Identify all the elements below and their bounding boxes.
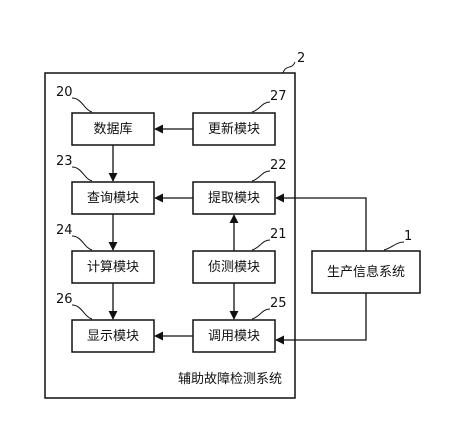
- database-label: 数据库: [93, 121, 132, 137]
- svg-text:21: 21: [270, 227, 287, 242]
- svg-text:1: 1: [404, 229, 412, 244]
- database-module: 数据库: [71, 112, 155, 146]
- ref-1: 1: [383, 229, 412, 251]
- production-info-label: 生产信息系统: [327, 264, 405, 280]
- compute-module: 计算模块: [71, 250, 155, 284]
- svg-text:20: 20: [56, 85, 73, 100]
- ref-22: 22: [251, 158, 287, 182]
- system-label: 辅助故障检测系统: [178, 372, 282, 387]
- ref-21: 21: [251, 227, 287, 251]
- system-ref: 2: [297, 51, 305, 66]
- ref-23: 23: [56, 154, 93, 182]
- display-label: 显示模块: [87, 329, 139, 344]
- svg-text:24: 24: [56, 223, 73, 238]
- ref-24: 24: [56, 223, 93, 251]
- ref-27: 27: [251, 89, 287, 113]
- ref-25: 25: [251, 296, 287, 320]
- extract-label: 提取模块: [208, 190, 260, 206]
- arrow-production-to-extract: [275, 193, 367, 251]
- system-ref-leader: [282, 61, 296, 74]
- display-module: 显示模块: [71, 319, 155, 353]
- detect-module: 侦测模块: [192, 250, 276, 284]
- detect-label: 侦测模块: [208, 260, 260, 275]
- update-label: 更新模块: [208, 121, 260, 137]
- query-module: 查询模块: [71, 181, 155, 215]
- svg-text:22: 22: [270, 158, 287, 173]
- production-info-system: 生产信息系统: [311, 250, 421, 294]
- system-boundary: [44, 72, 296, 399]
- extract-module: 提取模块: [192, 181, 276, 215]
- svg-text:25: 25: [270, 296, 287, 311]
- compute-label: 计算模块: [87, 260, 139, 275]
- update-module: 更新模块: [192, 112, 276, 146]
- query-label: 查询模块: [87, 191, 139, 206]
- invoke-label: 调用模块: [208, 329, 260, 344]
- arrow-production-to-invoke: [275, 293, 367, 345]
- svg-text:23: 23: [56, 154, 73, 169]
- ref-20: 20: [56, 85, 93, 113]
- svg-text:27: 27: [270, 89, 287, 104]
- svg-text:26: 26: [56, 292, 73, 307]
- invoke-module: 调用模块: [192, 319, 276, 353]
- ref-26: 26: [56, 292, 93, 320]
